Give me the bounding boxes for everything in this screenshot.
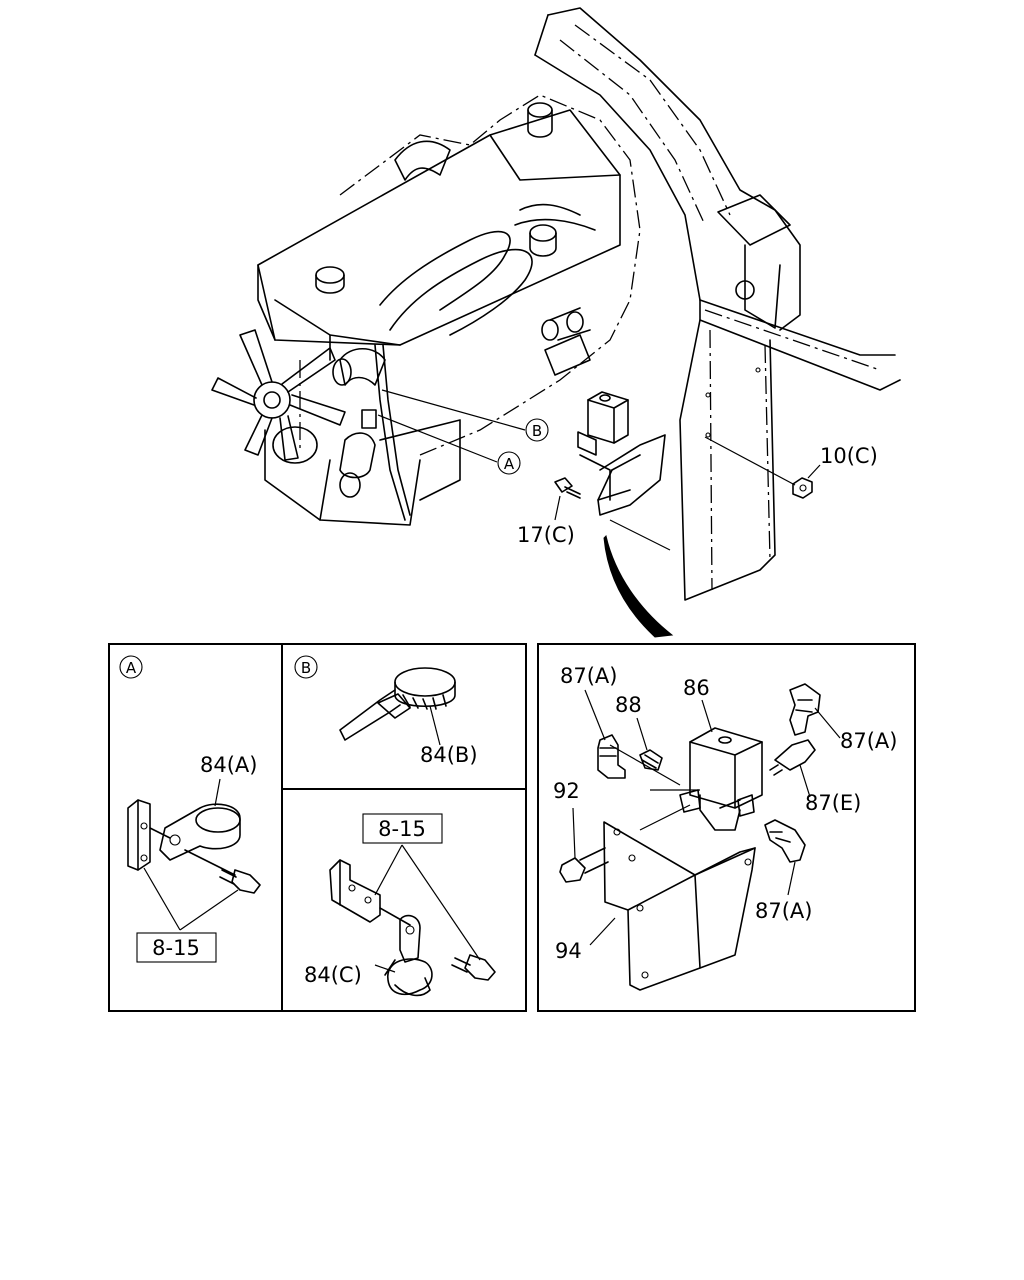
elbow-87e [769, 739, 816, 776]
bolt-92 [559, 847, 609, 883]
clamp-84c [329, 859, 496, 997]
label-17c: 17(C) [517, 523, 575, 547]
detail-box-right [537, 643, 916, 1012]
label-8-15-a: 8-15 [152, 936, 200, 960]
valve-mount-assembly [554, 391, 813, 551]
plug-88 [639, 749, 663, 771]
label-84c: 84(C) [304, 963, 362, 987]
marker-a-callout: A [497, 451, 521, 475]
frame-rail [534, 7, 901, 601]
cooling-fan [211, 329, 346, 464]
label-88: 88 [615, 693, 642, 717]
label-87a-2: 87(A) [840, 729, 897, 753]
label-87e: 87(E) [805, 791, 861, 815]
label-8-15-b: 8-15 [378, 817, 426, 841]
ref-box-8-15-b [362, 813, 443, 844]
label-87a-1: 87(A) [560, 664, 617, 688]
engine-assembly [211, 94, 641, 526]
label-92: 92 [553, 779, 580, 803]
label-94: 94 [555, 939, 582, 963]
label-87a-3: 87(A) [755, 899, 812, 923]
elbow-87a-bottom [764, 819, 806, 863]
ref-box-8-15-a [136, 932, 217, 963]
bracket-94 [603, 804, 756, 991]
label-86: 86 [683, 676, 710, 700]
elbow-87a-top-right [789, 683, 821, 736]
detail-pointer-arrow [603, 535, 674, 638]
svg-text:A: A [126, 659, 137, 677]
detail-box-left [108, 643, 527, 1012]
label-10c: 10(C) [820, 444, 878, 468]
svg-text:B: B [532, 422, 542, 440]
label-84a: 84(A) [200, 753, 257, 777]
panel-a-marker: A [119, 655, 143, 679]
marker-b-callout: B [525, 418, 549, 442]
cable-tie-84b [339, 667, 456, 741]
label-84b: 84(B) [420, 743, 478, 767]
svg-text:A: A [504, 455, 515, 473]
svg-text:B: B [301, 659, 311, 677]
solenoid-valve-86 [679, 727, 763, 831]
elbow-87a-left [597, 734, 626, 779]
panel-b-marker: B [294, 655, 318, 679]
clamp-84a [127, 799, 261, 894]
